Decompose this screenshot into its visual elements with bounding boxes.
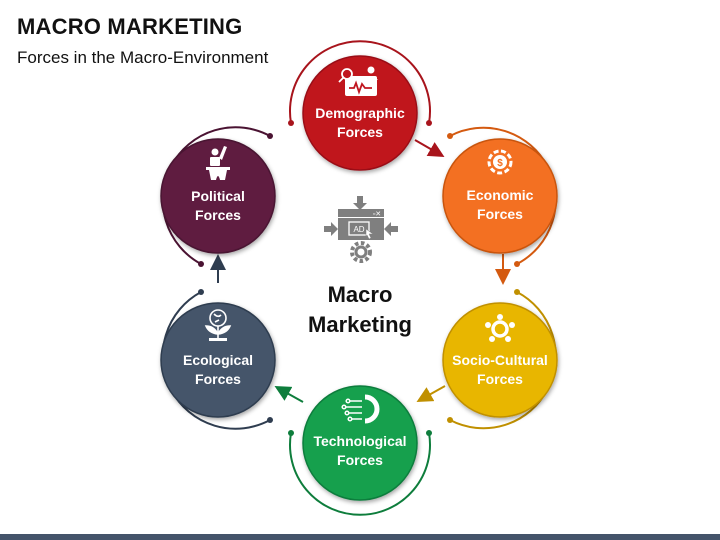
economic-circle [442,138,558,254]
economic-label-line2: Forces [477,206,523,222]
people-circle-icon [485,314,515,342]
ad-window-gear-icon: ▫✕ AD [324,196,398,263]
technological-label-line2: Forces [337,452,383,468]
socio-cultural-circle [442,302,558,418]
arrow-tech-to-ecological [274,386,304,403]
center-title-line1: Macro [327,282,393,307]
demographic-label-line2: Forces [337,124,383,140]
ecological-label-line2: Forces [195,371,241,387]
arrow-demographic-to-economic [414,139,445,157]
footer-bar [0,534,720,540]
technological-label: Technological Forces [300,432,420,470]
political-label-line2: Forces [195,207,241,223]
globe-plant-icon [204,309,232,341]
technological-label-line1: Technological [313,433,407,449]
technological-circle [302,385,418,501]
politician-podium-icon [206,146,230,180]
political-label-line1: Political [191,188,245,204]
political-circle [160,138,276,254]
arrow-socio-to-tech [416,385,446,402]
demographic-analysis-icon [338,66,378,96]
demographic-label: Demographic Forces [300,104,420,142]
political-label: Political Forces [158,187,278,225]
economy-gear-dollar-icon: $ [487,149,513,175]
page-title: MACRO MARKETING [17,14,243,39]
page-subtitle: Forces in the Macro-Environment [17,48,269,67]
socio-cultural-label: Socio-Cultural Forces [440,351,560,389]
economic-label: Economic Forces [440,186,560,224]
svg-text:AD: AD [353,225,364,234]
technological-arc [288,430,432,516]
ecological-label-line1: Ecological [182,352,254,368]
socio-cultural-label-line1: Socio-Cultural [452,352,548,368]
ecological-circle [160,302,276,418]
demographic-arc [288,40,432,126]
demographic-label-line1: Demographic [315,105,405,121]
ecological-label: Ecological Forces [158,351,278,389]
center-title-line2: Marketing [308,312,412,337]
svg-text:▫✕: ▫✕ [373,211,381,218]
center-title: Macro Marketing [290,280,430,340]
demographic-circle [302,55,418,171]
tech-circuit-gear-icon [341,394,380,424]
socio-cultural-label-line2: Forces [477,371,523,387]
svg-text:$: $ [497,158,503,169]
economic-label-line1: Economic [466,187,534,203]
